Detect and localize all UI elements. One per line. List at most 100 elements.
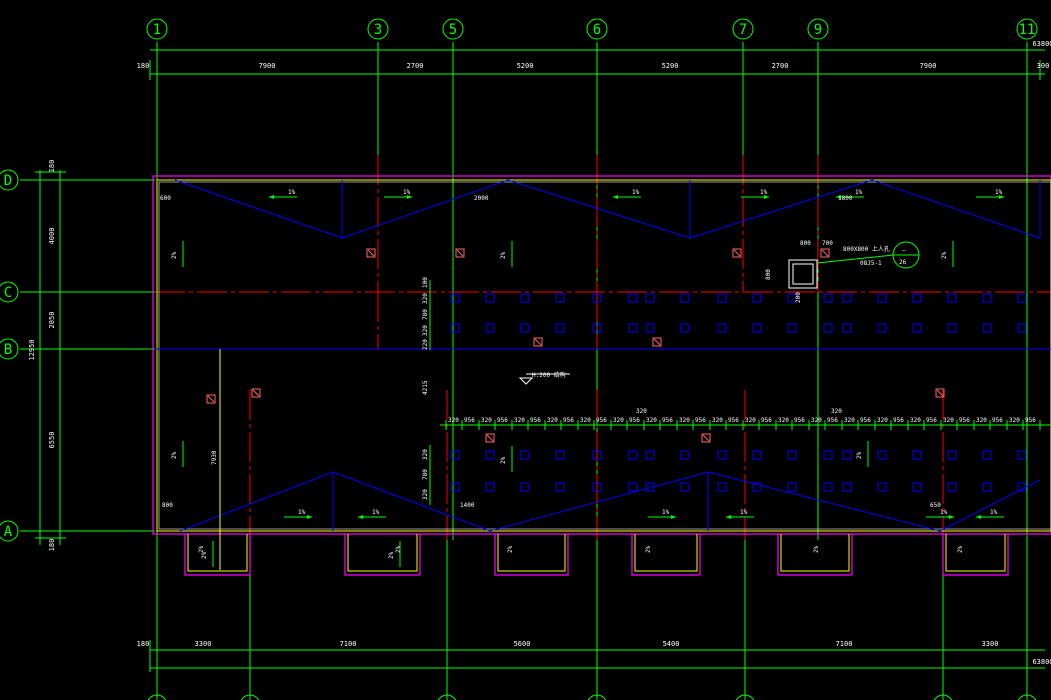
drain-square: [787, 450, 797, 460]
roof-hole-x: [653, 338, 661, 346]
dimension-annotation: —: [902, 247, 906, 254]
access-hatch-inner: [792, 263, 814, 285]
drain-square: [947, 293, 957, 303]
roof-hole-marker: [455, 248, 465, 258]
spacing-chain-label: 956: [761, 417, 772, 424]
roof-hole-x: [534, 338, 542, 346]
drain-square: [555, 293, 565, 303]
drain-square: [592, 482, 602, 492]
slope-label-pit: 2%: [957, 545, 964, 553]
drain-square: [752, 323, 762, 333]
spacing-chain-label: 320: [547, 417, 558, 424]
slope-label-bottom: 1%: [662, 509, 670, 516]
drain-square: [982, 323, 992, 333]
spacing-chain-label: 956: [959, 417, 970, 424]
slope-label-vertical: 2%: [201, 551, 208, 559]
parapet-notch-inner: [497, 534, 566, 572]
drain-square: [947, 323, 957, 333]
bottom-slope-ridge: [179, 471, 1041, 532]
roof-hole-marker: [366, 248, 376, 258]
axis-label-left: C: [4, 285, 12, 301]
top-dimension-label: 7900: [259, 62, 276, 70]
top-total-label: 63800: [1032, 40, 1051, 48]
drain-square: [555, 482, 565, 492]
dimension-annotation: 800: [800, 240, 811, 247]
dimension-annotation: H.200 结构: [532, 371, 566, 379]
axis-label-top: 9: [814, 22, 822, 38]
roof-hole-x: [702, 434, 710, 442]
spacing-chain-label: 956: [992, 417, 1003, 424]
row-dimension-annotation: 320: [422, 449, 429, 460]
spacing-chain-label: 956: [563, 417, 574, 424]
slope-arrow-top-head: [269, 195, 274, 199]
drain-square: [787, 482, 797, 492]
drain-square: [842, 293, 852, 303]
axis-bubble-left: [0, 520, 19, 542]
spacing-chain-label: 956: [464, 417, 475, 424]
spacing-chain-label: 320: [910, 417, 921, 424]
parapet-notch: [494, 534, 569, 576]
drain-square: [752, 450, 762, 460]
dimension-annotation: 08J5-1: [860, 260, 882, 267]
slope-label-bottom: 1%: [990, 509, 998, 516]
slope-label-top: 1%: [995, 189, 1003, 196]
slope-label-pit: 2%: [395, 545, 402, 553]
axis-label-top: 5: [449, 22, 457, 38]
roof-hole-marker: [820, 248, 830, 258]
dimension-lines: 1807900270052005200270079003006380018033…: [28, 40, 1051, 672]
left-total-label: 12950: [28, 339, 36, 360]
slope-label-vertical: 2%: [941, 251, 948, 259]
drain-square: [877, 482, 887, 492]
drain-square: [592, 450, 602, 460]
slope-label-vertical: 2%: [500, 456, 507, 464]
drain-square: [842, 323, 852, 333]
row-dimension-annotation: 780: [422, 469, 429, 480]
spacing-chain-label: 320: [613, 417, 624, 424]
row-dimension-annotation: 220: [422, 339, 429, 350]
drain-square: [450, 293, 460, 303]
bottom-dimension-label: 7100: [340, 640, 357, 648]
annotation-text: 1%1%1%1%1%1%1%1%1%1%1%1%2%2%2%2%2%2%2%2%…: [160, 189, 1051, 559]
drain-square: [787, 323, 797, 333]
slope-arrow-bottom-head: [358, 515, 363, 519]
axis-label-top: 11: [1019, 22, 1036, 38]
drain-square: [947, 450, 957, 460]
spacing-chain-label: 956: [1025, 417, 1036, 424]
slope-label-bottom: 1%: [940, 509, 948, 516]
dimension-annotation: 800X800 上人孔: [843, 245, 890, 253]
drain-square: [912, 450, 922, 460]
top-dimension-label: 5200: [517, 62, 534, 70]
spacing-chain-label: 320: [844, 417, 855, 424]
drain-square: [680, 482, 690, 492]
slope-label-vertical: 2%: [856, 451, 863, 459]
parapet-notch: [777, 534, 853, 576]
axis-bubble-bottom: [735, 694, 755, 700]
drain-square: [520, 323, 530, 333]
elevation-marker: [518, 377, 534, 385]
slope-arrow-top-head: [764, 195, 769, 199]
drain-square: [645, 450, 655, 460]
slope-label-top: 1%: [288, 189, 296, 196]
drain-square: [628, 323, 638, 333]
slope-label-vertical: 2%: [388, 551, 395, 559]
drain-square: [717, 293, 727, 303]
spacing-chain-label: 956: [596, 417, 607, 424]
spacing-chain-label: 320: [943, 417, 954, 424]
spacing-chain-label: 956: [926, 417, 937, 424]
drain-square: [1017, 482, 1027, 492]
detail-callout-leader: [816, 254, 894, 264]
drain-square: [842, 450, 852, 460]
dimension-annotation: 600: [160, 195, 171, 202]
spacing-chain-label: 320: [481, 417, 492, 424]
spacing-chain-label: 956: [662, 417, 673, 424]
axis-label-left: B: [4, 342, 12, 358]
spacing-chain-label: 956: [893, 417, 904, 424]
axis-bubble-bottom: [240, 694, 260, 700]
slope-label-pit: 2%: [645, 545, 652, 553]
axis-bubble-bottom: [437, 694, 457, 700]
drain-square: [787, 293, 797, 303]
dimension-annotation: 1800: [838, 195, 853, 202]
spacing-chain-label: 956: [728, 417, 739, 424]
